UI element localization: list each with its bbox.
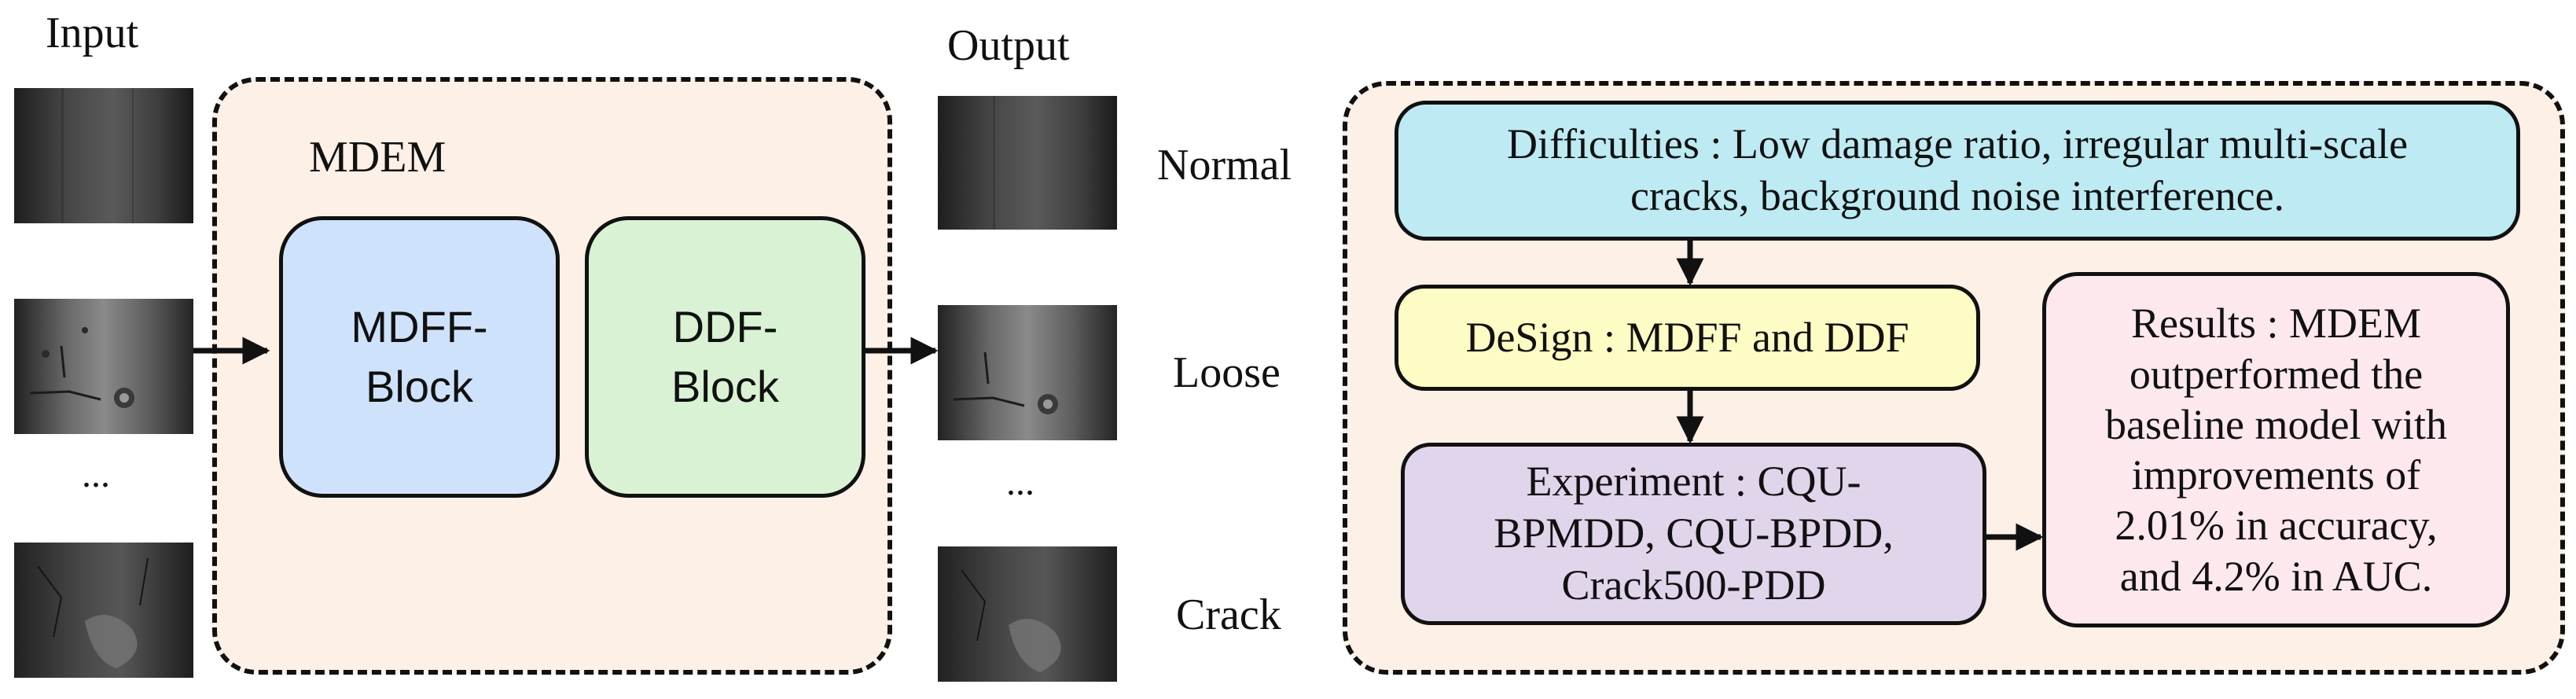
output-image-crack [938,546,1117,682]
class-label-normal: Normal [1157,141,1292,189]
mdff-block: MDFF- Block [279,216,560,498]
input-ellipsis: ... [82,454,110,495]
ddf-block-label: DDF- Block [671,302,779,411]
design-box: DeSign : MDFF and DDF [1395,285,1980,391]
class-label-loose: Loose [1173,348,1281,397]
input-image-loose [14,299,193,434]
output-image-loose [938,305,1117,440]
experiment-text: Experiment : CQU- BPMDD, CQU-BPDD, Crack… [1494,458,1894,609]
input-image-normal [14,88,193,223]
difficulties-text: Difficulties : Low damage ratio, irregul… [1506,120,2409,219]
output-ellipsis: ... [1006,462,1034,503]
input-label: Input [46,9,139,57]
output-image-normal [938,96,1117,230]
ddf-block: DDF- Block [585,216,865,498]
experiment-box: Experiment : CQU- BPMDD, CQU-BPDD, Crack… [1401,443,1986,625]
results-text: Results : MDEM outperformed the baseline… [2105,300,2447,600]
output-label: Output [947,21,1070,70]
results-box: Results : MDEM outperformed the baseline… [2042,272,2510,627]
difficulties-box: Difficulties : Low damage ratio, irregul… [1395,101,2520,241]
class-label-crack: Crack [1176,590,1281,639]
design-text: DeSign : MDFF and DDF [1465,314,1909,362]
mdff-block-label: MDFF- Block [351,302,488,411]
input-image-crack [14,543,193,678]
mdem-title: MDEM [309,133,446,182]
